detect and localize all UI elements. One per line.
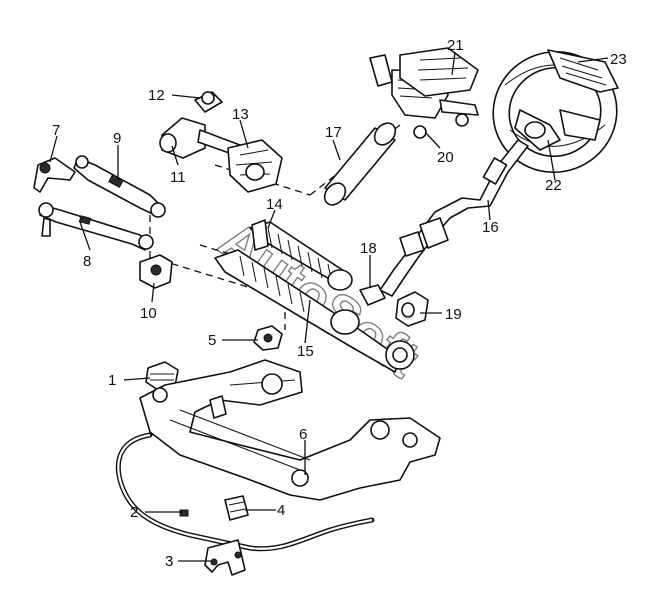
callout-23: 23 [610, 51, 627, 68]
engine-mount-center [253, 325, 283, 351]
column-tube [323, 122, 397, 206]
callout-19: 19 [445, 306, 462, 323]
callout-12: 12 [148, 87, 165, 104]
outer-tie-rod-end [33, 157, 76, 193]
horn-pad [547, 49, 619, 93]
callout-labels: 1 2 3 4 5 6 7 8 9 10 11 12 13 14 15 16 1… [52, 37, 627, 570]
stabilizer-clamp [204, 539, 246, 576]
rack-rubber-mount [395, 291, 429, 327]
steering-column-shaft [379, 139, 529, 297]
callout-1: 1 [108, 372, 116, 389]
callout-18: 18 [360, 240, 377, 257]
callout-17: 17 [325, 124, 342, 141]
callout-22: 22 [545, 177, 562, 194]
callout-8: 8 [83, 253, 91, 270]
callout-9: 9 [113, 130, 121, 147]
callout-6: 6 [299, 426, 307, 443]
callout-4: 4 [277, 502, 285, 519]
stabilizer-bushing [224, 495, 249, 521]
callout-14: 14 [266, 196, 283, 213]
rack-clamp [359, 284, 386, 306]
callout-20: 20 [437, 149, 454, 166]
steering-rack-lower [214, 249, 415, 373]
callout-3: 3 [165, 553, 173, 570]
callout-21: 21 [447, 37, 464, 54]
callout-16: 16 [482, 219, 499, 236]
tie-rod-upper [73, 155, 166, 218]
front-subframe-crossmember [139, 359, 441, 501]
steering-lock-housing [227, 139, 283, 193]
rack-mount-bracket [139, 254, 173, 289]
leader-lines [49, 51, 609, 562]
callout-10: 10 [140, 305, 157, 322]
column-shroud-cover [399, 47, 479, 97]
steering-rack-upper [249, 219, 353, 291]
tie-rod-lower [38, 202, 154, 251]
callout-15: 15 [297, 343, 314, 360]
callout-2: 2 [130, 504, 138, 521]
callout-5: 5 [208, 332, 216, 349]
callout-7: 7 [52, 122, 60, 139]
callout-11: 11 [170, 169, 186, 186]
callout-13: 13 [232, 106, 249, 123]
stabilizer-bar [115, 432, 375, 552]
